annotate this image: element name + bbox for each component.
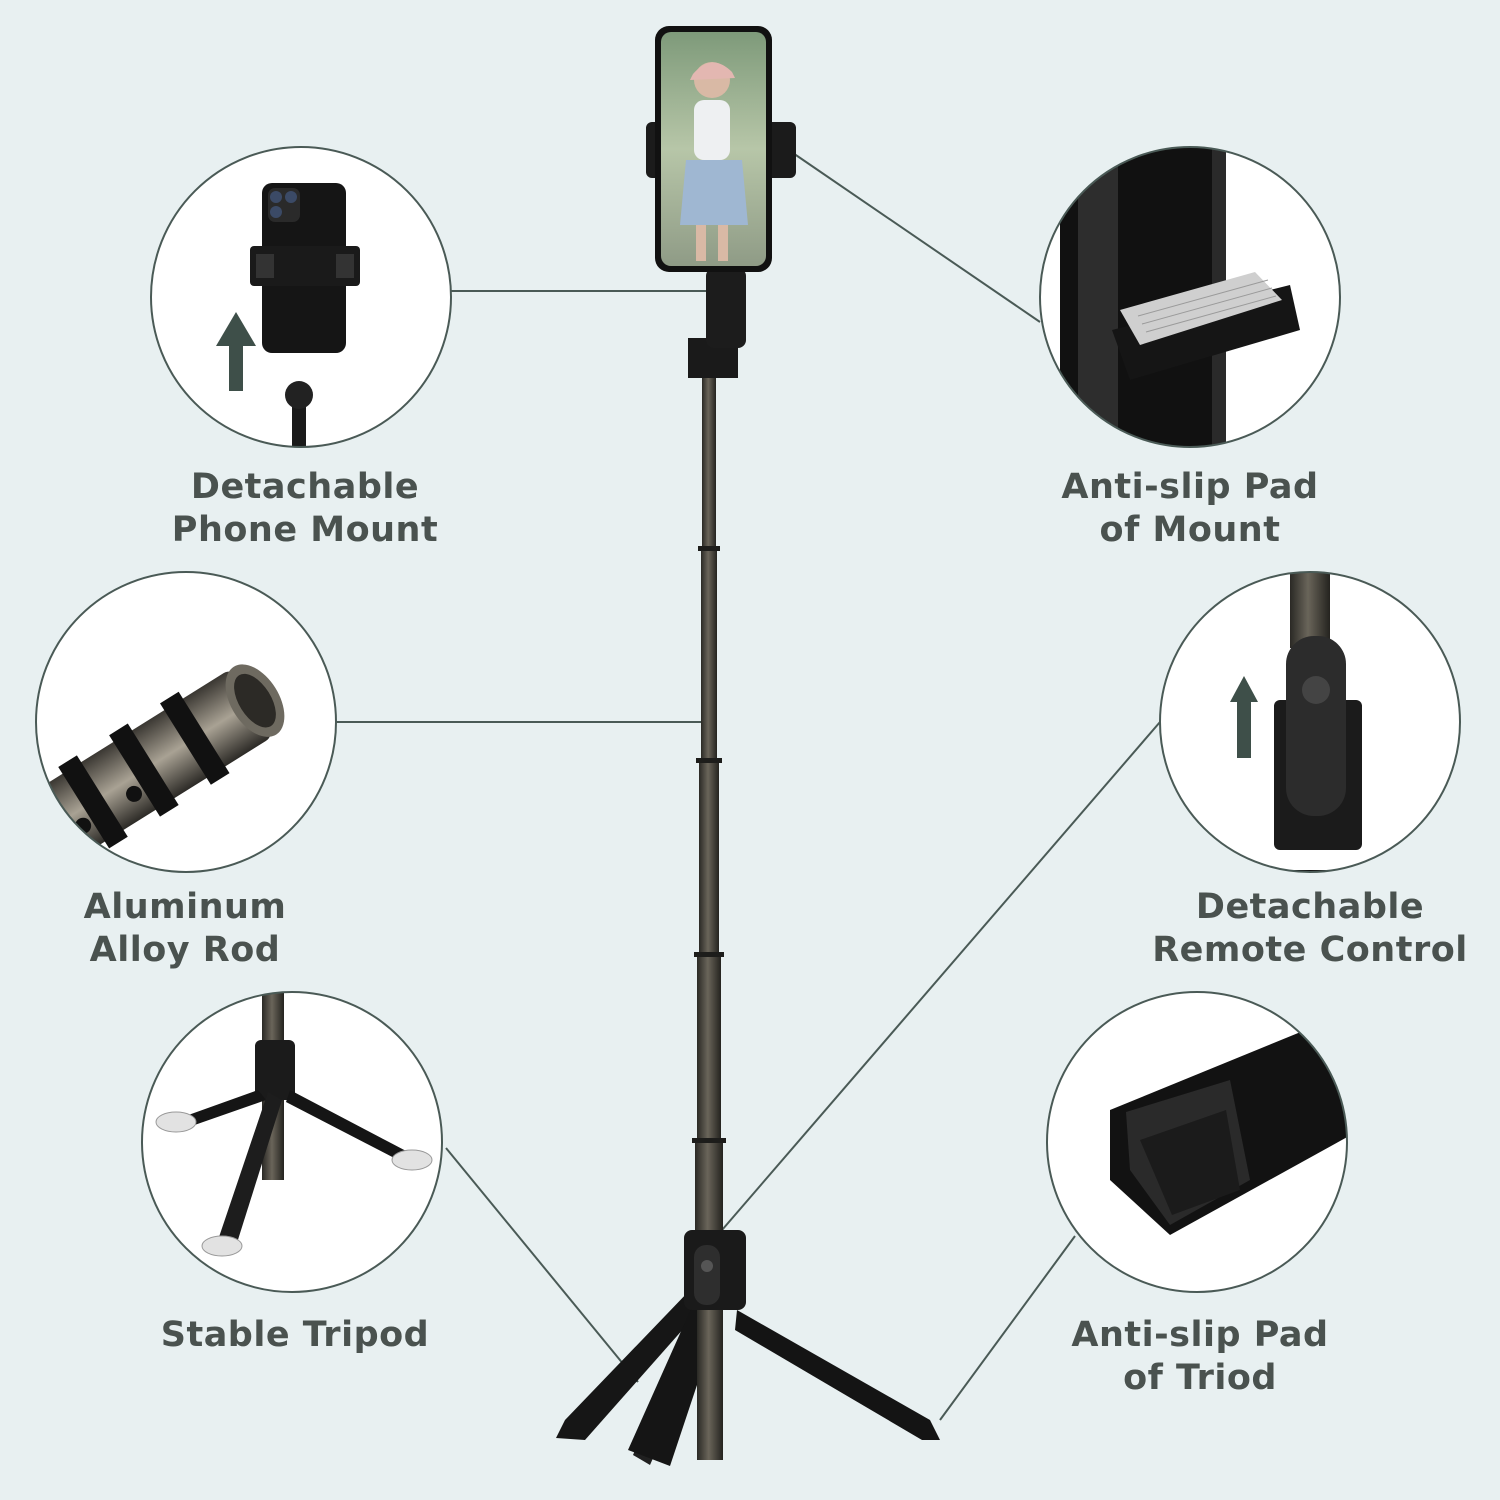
tripod-label-line1: Stable Tripod [160,1315,430,1355]
phone-mount-label-line1: Detachable [190,467,420,507]
remote-control-icon [1159,571,1461,873]
rod-label: Aluminum Alloy Rod [40,886,330,972]
aluminum-rod [692,378,726,1460]
antislip-mount-label-line1: Anti-slip Pad [1061,467,1319,507]
tripod-label: Stable Tripod [140,1314,450,1357]
antislip-tripod-label-line1: Anti-slip Pad [1071,1315,1329,1355]
tripod-foot-icon [1046,991,1348,1293]
phone-clamp-icon [150,146,452,448]
anti-slip-pad-icon [1039,146,1341,448]
rod-label-line1: Aluminum [83,887,287,927]
leader-lines [336,150,1161,1421]
phone-mount-label-line2: Phone Mount [171,510,439,550]
antislip-mount-label-line2: of Mount [1099,510,1281,550]
antislip-tripod-label-line2: of Triod [1123,1358,1277,1398]
tripod-legs [556,1290,940,1466]
phone-on-mount [646,26,796,378]
remote-label-line2: Remote Control [1152,930,1468,970]
phone-mount-label: Detachable Phone Mount [140,466,470,552]
remote-label: Detachable Remote Control [1140,886,1480,972]
tripod-icon [141,991,443,1293]
antislip-tripod-label: Anti-slip Pad of Triod [1050,1314,1350,1400]
telescopic-rod-icon [35,571,337,873]
remote-label-line1: Detachable [1195,887,1425,927]
antislip-mount-label: Anti-slip Pad of Mount [1040,466,1340,552]
rod-label-line2: Alloy Rod [89,930,281,970]
handle-remote [684,1230,746,1310]
